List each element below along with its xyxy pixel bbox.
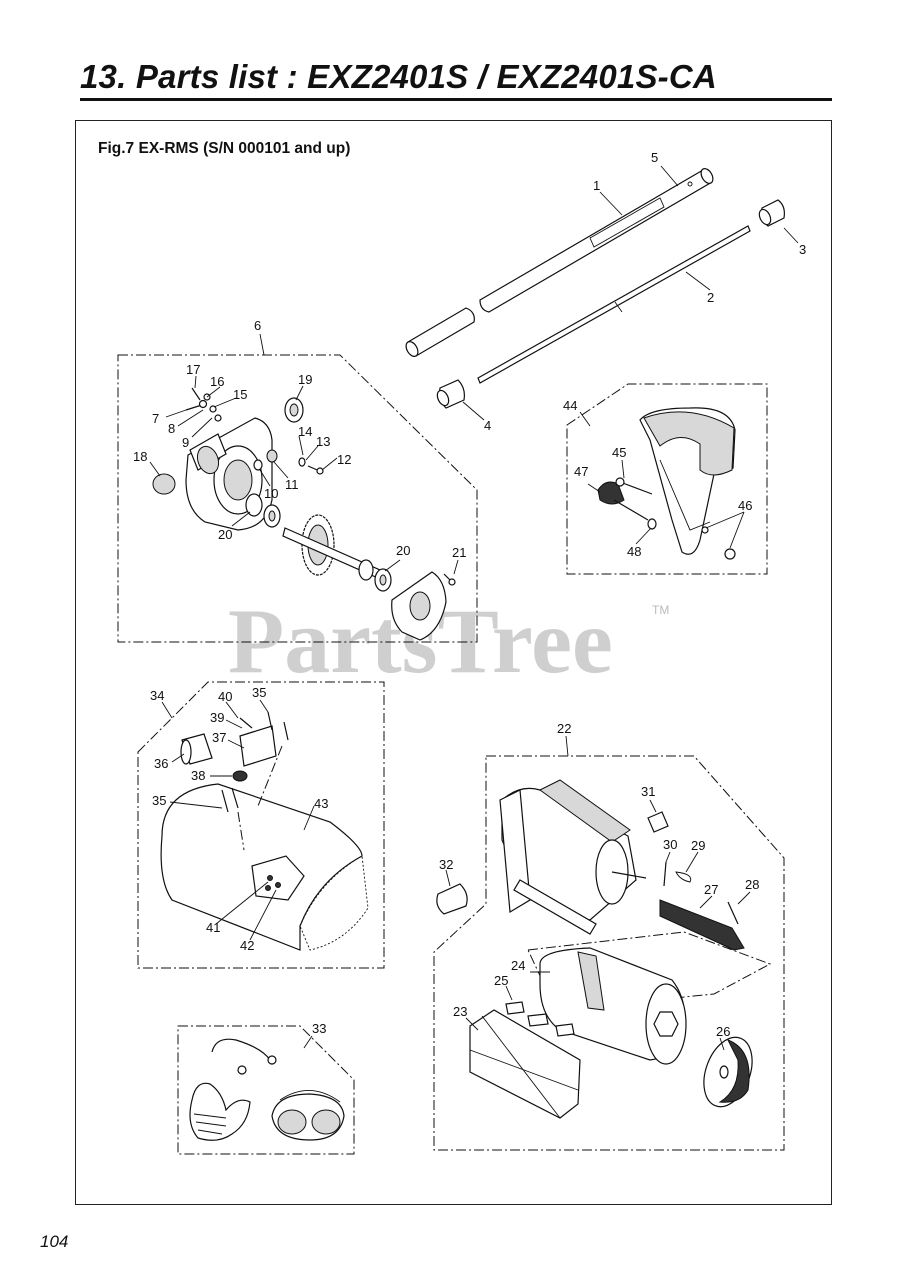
callout-31: 31 [641, 784, 655, 799]
watermark: PartsTree TM [228, 590, 669, 692]
callout-27: 27 [704, 882, 718, 897]
shaft-assembly [405, 165, 799, 421]
callout-18: 18 [133, 449, 147, 464]
cap [152, 473, 176, 495]
gear-shaft [282, 514, 381, 579]
bearing-20-right [358, 559, 392, 592]
callout-48: 48 [627, 544, 641, 559]
callout-13: 13 [316, 434, 330, 449]
callout-41: 41 [206, 920, 220, 935]
callout-26: 26 [716, 1024, 730, 1039]
callout-25: 25 [494, 973, 508, 988]
callout-23: 23 [453, 1004, 467, 1019]
callout-44: 44 [563, 398, 577, 413]
callout-numbers: 1 2 3 4 5 6 7 8 9 10 11 12 13 14 15 16 1… [133, 150, 806, 1039]
rotor-group [433, 735, 785, 1151]
callout-29: 29 [691, 838, 705, 853]
callout-37: 37 [212, 730, 226, 745]
callout-3: 3 [799, 242, 806, 257]
callout-39: 39 [210, 710, 224, 725]
callout-40: 40 [218, 689, 232, 704]
callout-1: 1 [593, 178, 600, 193]
callout-21: 21 [452, 545, 466, 560]
bearing-19 [284, 397, 304, 423]
callout-6: 6 [254, 318, 261, 333]
shield-group [137, 681, 385, 969]
tine [659, 899, 745, 951]
callout-11: 11 [285, 477, 299, 492]
callout-38: 38 [191, 768, 205, 783]
inner-shaft [477, 225, 751, 384]
figure-label: Fig.7 EX-RMS (S/N 000101 and up) [98, 140, 351, 157]
watermark-tm: TM [652, 603, 669, 617]
callout-35a: 35 [252, 685, 266, 700]
handle-group [566, 383, 768, 575]
cover-plate [391, 571, 447, 641]
callout-34: 34 [150, 688, 164, 703]
callout-35b: 35 [152, 793, 166, 808]
callout-46: 46 [738, 498, 752, 513]
callout-30: 30 [663, 837, 677, 852]
callout-36: 36 [154, 756, 168, 771]
callout-24: 24 [511, 958, 525, 973]
ear-guard [189, 1082, 251, 1141]
callout-17: 17 [186, 362, 200, 377]
callout-45: 45 [612, 445, 626, 460]
callout-16: 16 [210, 374, 224, 389]
callout-20a: 20 [218, 527, 232, 542]
callout-19: 19 [298, 372, 312, 387]
callout-22: 22 [557, 721, 571, 736]
title-rule [80, 98, 832, 101]
fasteners-right [298, 457, 324, 475]
disc [703, 1036, 753, 1108]
callout-9: 9 [182, 435, 189, 450]
callout-43: 43 [314, 796, 328, 811]
gearcase-group [117, 333, 478, 643]
callout-12: 12 [337, 452, 351, 467]
callout-32: 32 [439, 857, 453, 872]
bearing-20-left [245, 493, 281, 528]
callout-28: 28 [745, 877, 759, 892]
drum [539, 947, 687, 1065]
accessories-group [177, 1025, 355, 1155]
callout-47: 47 [574, 464, 588, 479]
callout-33: 33 [312, 1021, 326, 1036]
callout-7: 7 [152, 411, 159, 426]
callout-8: 8 [168, 421, 175, 436]
callout-10: 10 [264, 486, 278, 501]
diagram-frame [75, 120, 832, 1205]
callout-15: 15 [233, 387, 247, 402]
fasteners-upper [185, 387, 222, 422]
bushing-bottom [436, 379, 465, 409]
callout-4: 4 [484, 418, 491, 433]
callout-42: 42 [240, 938, 254, 953]
page-title: 13. Parts list : EXZ2401S / EXZ2401S-CA [80, 58, 717, 95]
page-number: 104 [40, 1232, 69, 1251]
callout-5: 5 [651, 150, 658, 165]
paddle-rotor [499, 779, 647, 935]
goggles [271, 1090, 345, 1141]
callout-2: 2 [707, 290, 714, 305]
bushing-top [758, 199, 785, 227]
callout-20b: 20 [396, 543, 410, 558]
callout-14: 14 [298, 424, 312, 439]
